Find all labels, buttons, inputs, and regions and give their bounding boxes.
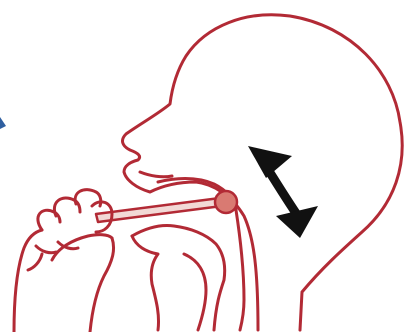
throat-inner-wall xyxy=(236,210,244,330)
upper-lip-outline xyxy=(140,172,172,177)
tongue-outline xyxy=(132,225,225,330)
left-edge-mark-icon xyxy=(0,117,6,129)
swab-tip xyxy=(215,191,237,213)
head-profile-icon xyxy=(123,15,403,330)
lower-jaw-outline xyxy=(132,236,159,330)
double-headed-curved-arrow-icon xyxy=(248,146,318,238)
hand-holding-swab-icon xyxy=(14,190,114,332)
larynx-outline xyxy=(184,254,206,330)
swab-stick xyxy=(96,198,222,222)
